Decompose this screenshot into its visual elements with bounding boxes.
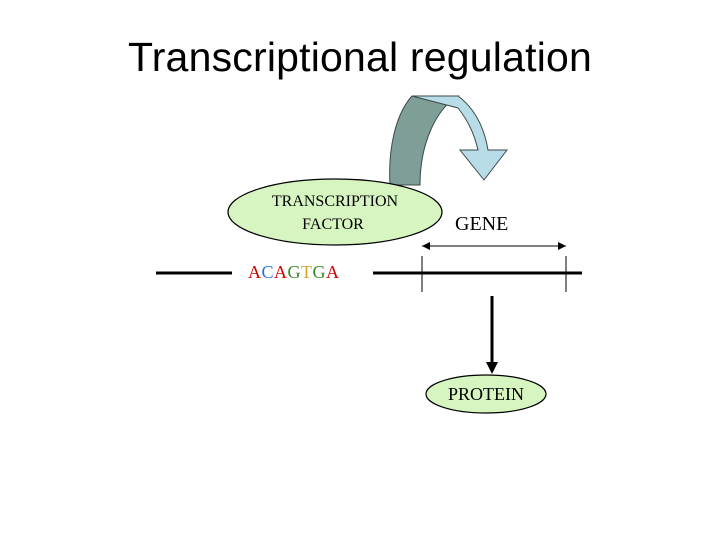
dna-base: G xyxy=(288,262,302,282)
dna-binding-sequence: ACAGTGA xyxy=(248,262,340,282)
transcription-factor-ellipse xyxy=(227,178,443,246)
dna-base: A xyxy=(248,262,262,282)
transcription-factor-label-line2: FACTOR xyxy=(302,216,364,233)
gene-span-arrowhead-right xyxy=(558,242,566,250)
gene-label: GENE xyxy=(455,213,508,235)
dna-base: A xyxy=(274,262,288,282)
gene-span-arrowhead-left xyxy=(422,242,430,250)
dna-base: C xyxy=(262,262,275,282)
curved-arrow-shaft xyxy=(389,95,460,186)
dna-base: T xyxy=(301,262,313,282)
curved-regulation-arrow xyxy=(389,95,509,186)
dna-base: A xyxy=(326,262,340,282)
slide-title: Transcriptional regulation xyxy=(127,34,593,80)
protein-label: PROTEIN xyxy=(448,384,524,404)
protein-ellipse xyxy=(425,374,547,414)
expression-arrowhead xyxy=(486,362,498,374)
transcription-factor-label-line1: TRANSCRIPTION xyxy=(272,193,399,210)
dna-base: G xyxy=(313,262,327,282)
curved-arrow-head xyxy=(411,95,509,181)
